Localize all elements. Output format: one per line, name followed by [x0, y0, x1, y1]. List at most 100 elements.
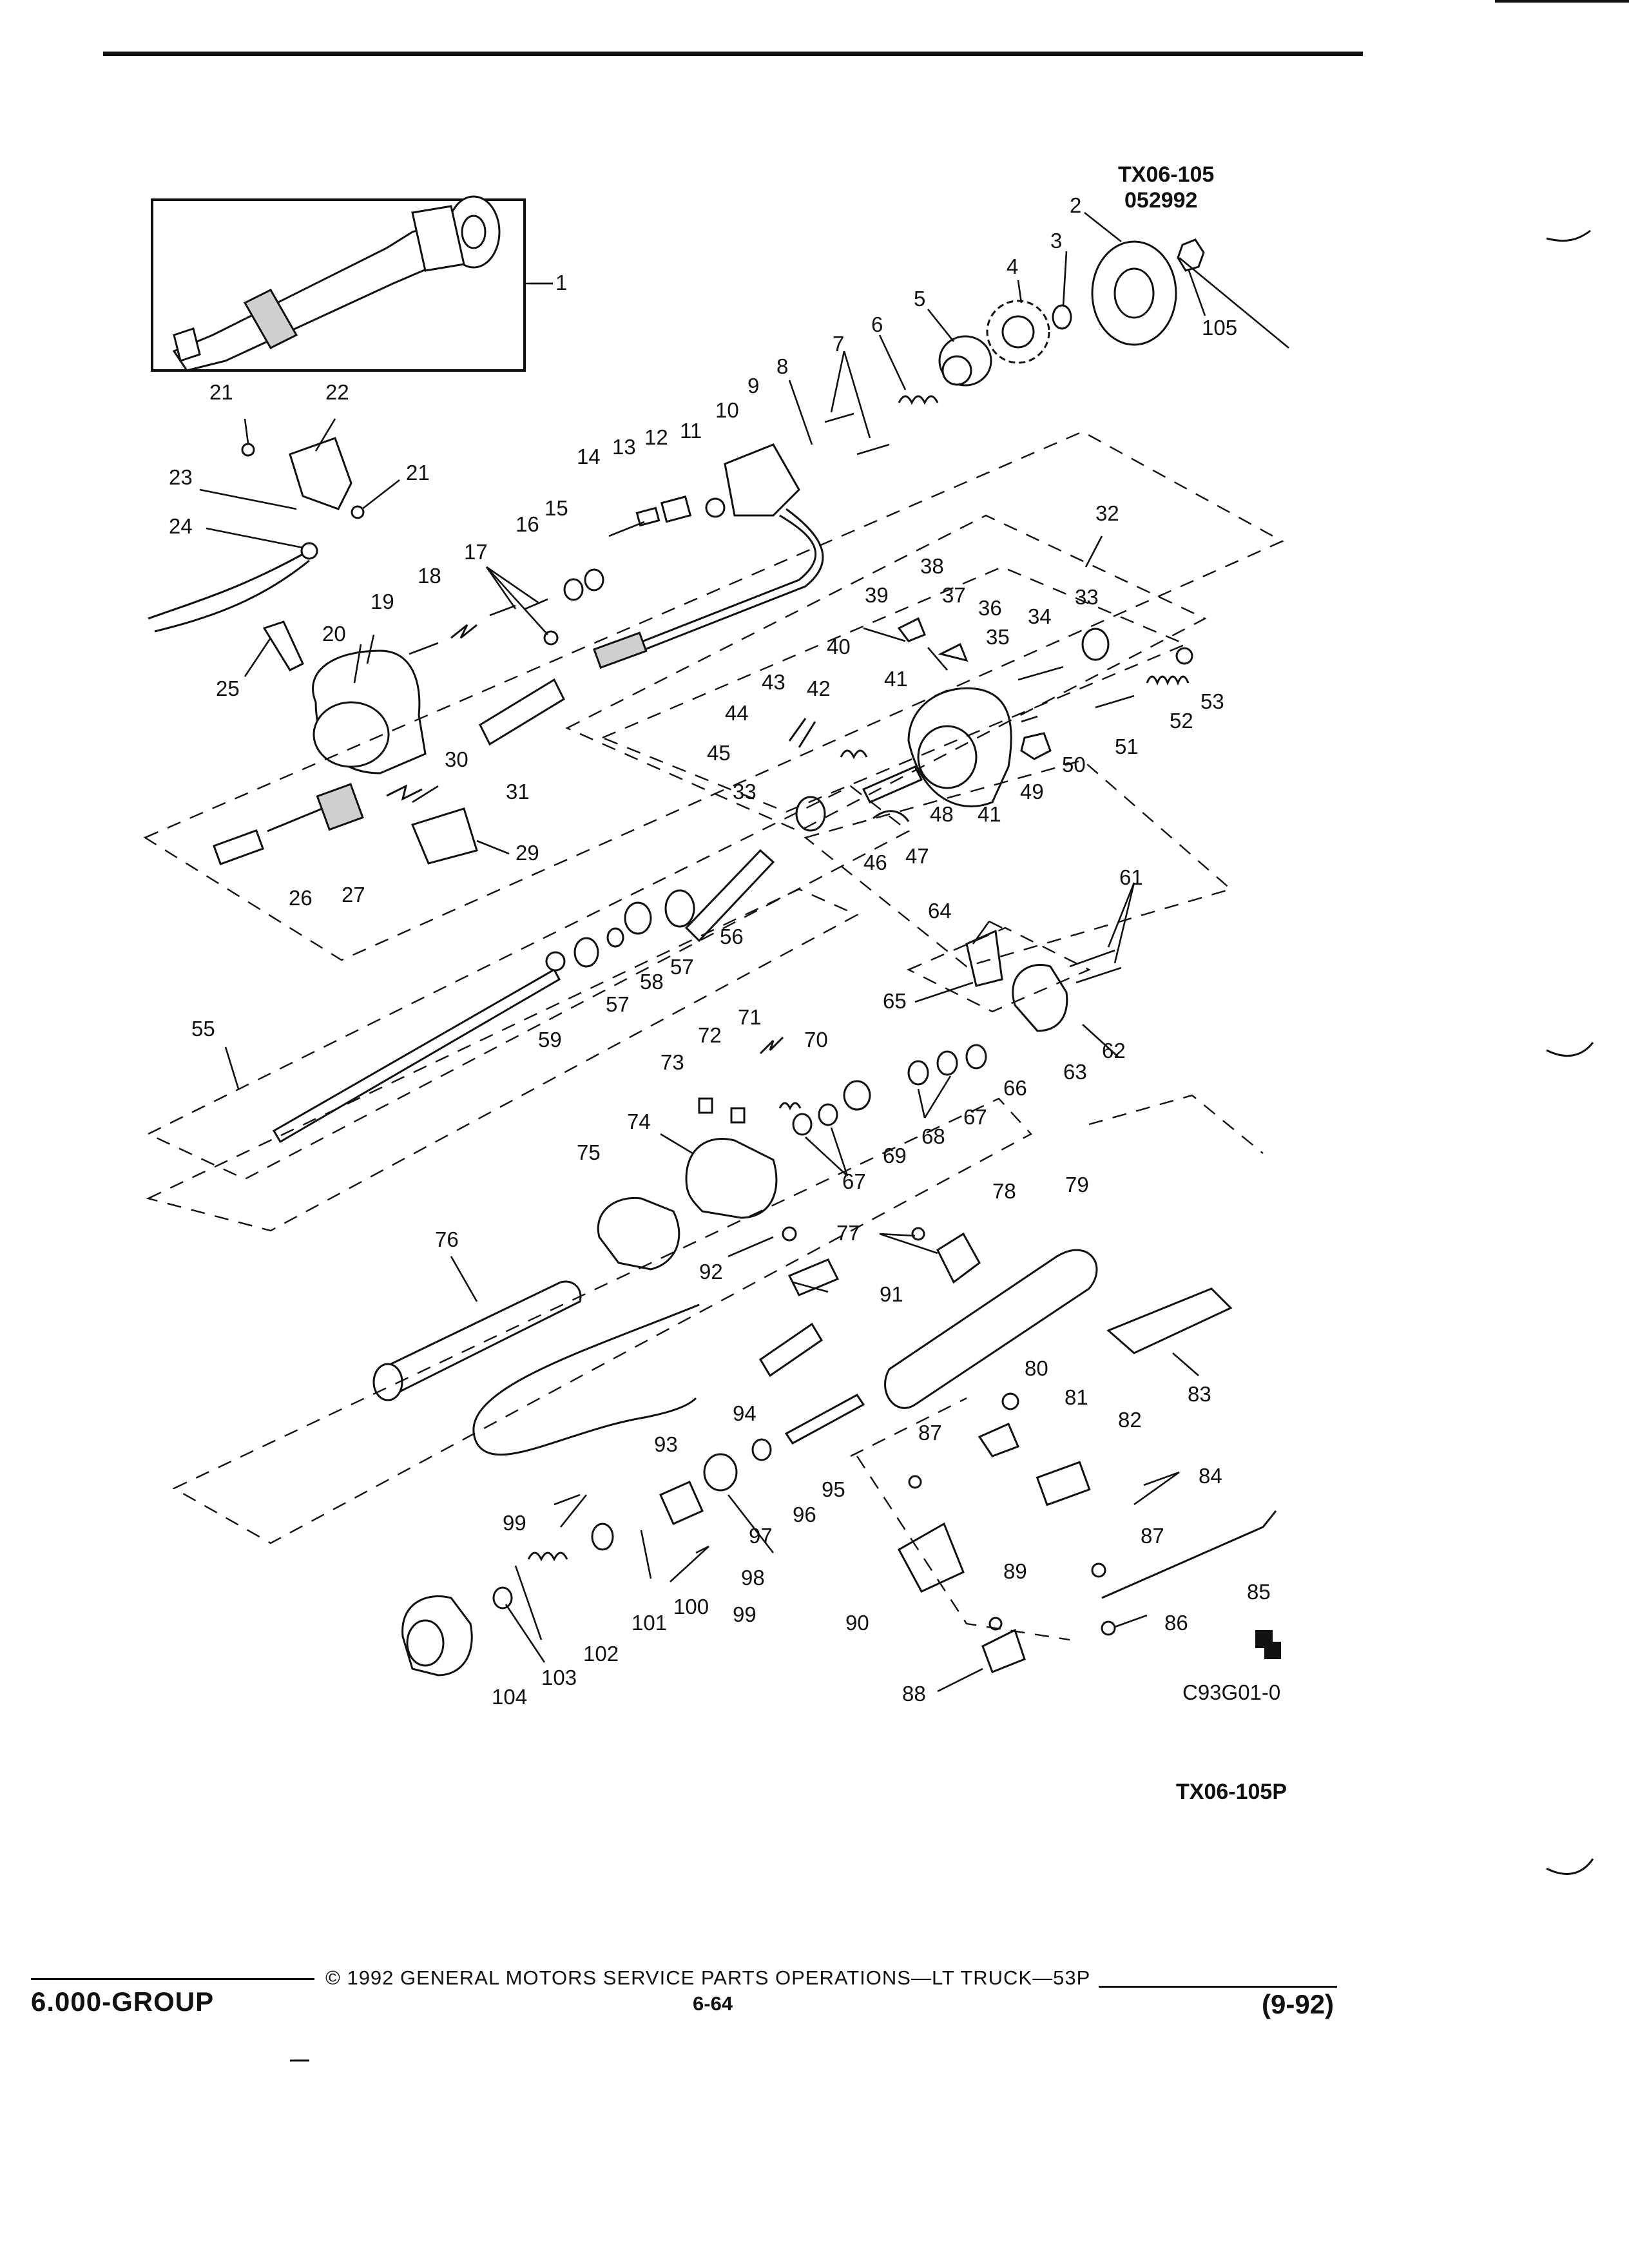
callout-57a: 57: [670, 955, 694, 979]
callout-23: 23: [169, 465, 193, 489]
callout-91: 91: [880, 1282, 903, 1306]
callout-15: 15: [545, 496, 568, 520]
small-parts-11-14: [608, 495, 726, 537]
callout-41b: 41: [978, 802, 1001, 826]
top-rule: [103, 52, 1363, 56]
washers-66-67-68-69: [792, 1044, 987, 1136]
callout-103: 103: [541, 1666, 577, 1689]
callout-30: 30: [445, 747, 468, 771]
group-label: 6.000-GROUP: [31, 1986, 215, 2017]
margin-mark: [1546, 229, 1591, 242]
callout-16: 16: [516, 512, 539, 536]
buzzer-part-29: [410, 807, 478, 865]
callout-51: 51: [1115, 735, 1139, 758]
callout-58: 58: [640, 970, 664, 994]
callout-10: 10: [715, 398, 739, 422]
wire-harness-part-24: [148, 542, 318, 633]
callout-80: 80: [1025, 1356, 1048, 1380]
callout-4: 4: [1007, 255, 1018, 278]
screws-part-7: [824, 412, 890, 456]
callout-95: 95: [822, 1477, 845, 1501]
washer-part-33: [1081, 628, 1110, 661]
callout-93: 93: [654, 1432, 678, 1456]
callout-87b: 87: [1141, 1524, 1164, 1548]
spring-part-6: [898, 395, 939, 405]
callout-101: 101: [631, 1611, 667, 1635]
plate-code: TX06-105P: [1176, 1780, 1287, 1804]
callout-81: 81: [1065, 1385, 1088, 1409]
callout-18: 18: [418, 564, 441, 588]
callout-13: 13: [612, 435, 636, 459]
callout-41a: 41: [884, 667, 908, 691]
lower-bearing-parts-96-101: [554, 1438, 772, 1554]
revision-date: (9-92): [1262, 1989, 1335, 2019]
callout-21a: 21: [209, 380, 233, 404]
callout-1: 1: [555, 271, 567, 294]
callout-87a: 87: [918, 1421, 942, 1445]
parts-77-78: [911, 1227, 981, 1284]
sector-part-49: [1020, 732, 1052, 760]
image-code: C93G01-0: [1182, 1680, 1280, 1704]
footer-rule-left: [31, 1978, 314, 1980]
callout-85: 85: [1247, 1580, 1271, 1604]
switch-parts-26-27: [213, 783, 364, 865]
clip-part-30: [386, 784, 423, 801]
lock-cylinder-housing-part-63: [1012, 964, 1068, 1032]
callout-99b: 99: [733, 1602, 757, 1626]
callout-44: 44: [725, 701, 749, 725]
callout-46: 46: [863, 850, 887, 874]
callout-47: 47: [905, 844, 929, 868]
margin-mark: [1546, 1042, 1594, 1057]
parts-42-45: [788, 718, 868, 760]
switch-housing-part-20: [312, 649, 427, 774]
cam-part-5: [938, 335, 992, 387]
callout-8: 8: [776, 354, 788, 378]
callout-78: 78: [992, 1179, 1016, 1203]
margin-mark: [1546, 1858, 1594, 1875]
pin-part-19: [409, 642, 439, 655]
dashed-group-outlines: [143, 430, 1284, 1641]
washers-15-16: [563, 568, 604, 601]
callout-37: 37: [942, 583, 966, 607]
callout-71: 71: [738, 1005, 762, 1029]
screws-part-61: [1069, 949, 1122, 984]
lever-part-25: [262, 620, 304, 671]
callout-61: 61: [1119, 865, 1143, 889]
callout-9: 9: [747, 374, 759, 398]
rack-parts-46-47: [862, 765, 923, 822]
steering-wheel-hub-part-2: [1091, 240, 1177, 346]
callout-86: 86: [1164, 1611, 1188, 1635]
bracket-part-64: [965, 929, 1003, 987]
callout-69: 69: [883, 1144, 907, 1168]
upper-shaft-part-56: [664, 849, 775, 943]
callout-53: 53: [1200, 689, 1224, 713]
callout-99a: 99: [503, 1511, 526, 1535]
callout-70: 70: [804, 1028, 828, 1052]
spring-part-52: [1146, 647, 1193, 686]
callout-62: 62: [1102, 1039, 1126, 1062]
pins-34-39-51: [863, 627, 1135, 709]
callout-6: 6: [871, 312, 883, 336]
callout-25: 25: [216, 677, 240, 700]
callout-43: 43: [762, 670, 786, 694]
callout-92: 92: [699, 1260, 723, 1283]
callout-83: 83: [1188, 1382, 1211, 1406]
figure-date-code: 052992: [1124, 188, 1197, 213]
callout-82: 82: [1118, 1408, 1142, 1432]
lower-shaft-part-59: [272, 951, 566, 1144]
callout-24: 24: [169, 514, 193, 538]
callout-36: 36: [978, 596, 1002, 620]
callout-19: 19: [371, 590, 394, 613]
ring-part-3: [1052, 304, 1072, 330]
callout-63: 63: [1063, 1060, 1087, 1084]
callout-2: 2: [1070, 193, 1081, 217]
callout-14: 14: [577, 445, 601, 468]
leader-lines: [199, 211, 1289, 1693]
bracket-part-83: [1106, 1287, 1233, 1354]
callout-66: 66: [1003, 1076, 1027, 1100]
centering-parts-57-58: [574, 901, 652, 968]
column-jacket-part-79: [884, 1249, 1098, 1409]
footer-rule-right: [1099, 1986, 1337, 1988]
callout-100: 100: [673, 1595, 709, 1619]
callout-33a: 33: [1075, 585, 1099, 609]
